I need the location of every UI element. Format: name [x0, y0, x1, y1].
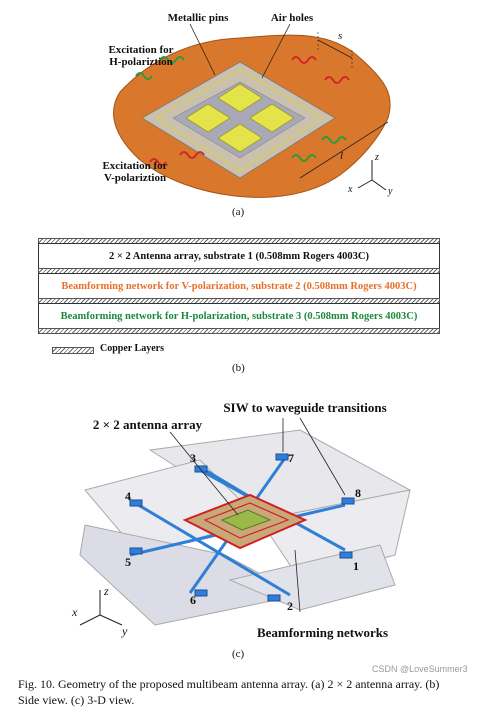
layer-substrate-3: Beamforming network for H-polarization, …	[38, 303, 440, 329]
port-marker-5	[129, 547, 143, 555]
layer-3-text: Beamforming network for H-polarization, …	[60, 310, 418, 322]
dimension-s-label: s	[338, 30, 343, 42]
copper-legend-swatch	[52, 347, 94, 354]
exc-h-signal-3	[324, 76, 350, 84]
axis-x-label: x	[348, 184, 353, 195]
excitation-h-label: Excitation for H-polariztion	[108, 44, 174, 68]
copper-layer-4	[38, 328, 440, 334]
axis-y-label-c: y	[122, 624, 128, 638]
copper-legend-label: Copper Layers	[100, 343, 164, 354]
exc-v-signal-2	[291, 154, 317, 162]
port-label-7: 7	[288, 451, 294, 465]
exc-h-signal-2	[291, 56, 317, 64]
panel-c-sublabel: (c)	[232, 648, 245, 660]
layer-substrate-2: Beamforming network for V-polarization, …	[38, 273, 440, 299]
excitation-v-label: Excitation for V-polariztion	[102, 160, 168, 184]
watermark: CSDN @LoveSummer3	[372, 664, 468, 674]
layer-1-text: 2 × 2 Antenna array, substrate 1 (0.508m…	[108, 250, 369, 262]
port-label-4: 4	[125, 489, 131, 503]
dimension-l-label: l	[340, 150, 344, 162]
port-label-1: 1	[353, 559, 359, 573]
axis-triad-c	[79, 590, 123, 626]
figure-caption: Fig. 10. Geometry of the proposed multib…	[18, 677, 440, 707]
antenna-array-core	[220, 509, 272, 531]
port-marker-6	[194, 589, 208, 597]
exc-v-signal-1	[179, 151, 205, 159]
panel-c-drawing	[79, 417, 412, 626]
port-marker-1	[339, 551, 353, 559]
axis-y-label: y	[388, 186, 393, 197]
layer-2-text: Beamforming network for V-polarization, …	[61, 280, 417, 292]
panel-b-sublabel: (b)	[232, 362, 245, 374]
port-marker-7	[275, 453, 289, 461]
axis-z-label-c: z	[104, 584, 109, 598]
port-marker-3	[194, 465, 208, 473]
panel-a-drawing	[113, 23, 391, 198]
exc-v-signal-3	[321, 136, 347, 144]
metallic-pins-label: Metallic pins	[167, 12, 229, 24]
axis-x-label-c: x	[72, 605, 78, 619]
siw-transitions-label: SIW to waveguide transitions	[223, 400, 387, 415]
port-marker-4	[129, 499, 143, 507]
beamforming-networks-label: Beamforming networks	[256, 625, 389, 640]
port-marker-2	[267, 594, 281, 602]
port-label-8: 8	[355, 486, 361, 500]
port-label-3: 3	[190, 451, 196, 465]
layer-substrate-1: 2 × 2 Antenna array, substrate 1 (0.508m…	[38, 243, 440, 269]
axis-z-label: z	[375, 152, 379, 163]
port-label-6: 6	[190, 593, 196, 607]
exc-h-signal-1	[159, 56, 185, 64]
port-label-5: 5	[125, 555, 131, 569]
antenna-patches	[185, 83, 295, 153]
air-holes-label: Air holes	[270, 12, 314, 24]
port-marker-8	[341, 497, 355, 505]
port-label-2: 2	[287, 599, 293, 613]
panel-a-sublabel: (a)	[232, 206, 245, 218]
axis-triad-a	[357, 160, 387, 191]
antenna-array-label: 2 × 2 antenna array	[92, 417, 203, 432]
